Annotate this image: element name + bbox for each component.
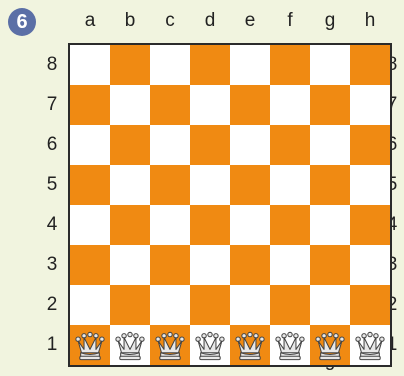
square-f4[interactable]	[270, 205, 310, 245]
square-g5[interactable]	[310, 165, 350, 205]
file-label-top-b: b	[110, 10, 150, 32]
square-c7[interactable]	[150, 85, 190, 125]
square-b5[interactable]	[110, 165, 150, 205]
square-d2[interactable]	[190, 285, 230, 325]
square-a7[interactable]	[70, 85, 110, 125]
square-c8[interactable]	[150, 45, 190, 85]
square-c2[interactable]	[150, 285, 190, 325]
square-f8[interactable]	[270, 45, 310, 85]
square-f5[interactable]	[270, 165, 310, 205]
square-g7[interactable]	[310, 85, 350, 125]
square-g6[interactable]	[310, 125, 350, 165]
square-d3[interactable]	[190, 245, 230, 285]
white-queen-icon	[313, 329, 347, 363]
square-h1[interactable]	[350, 325, 390, 365]
square-c1[interactable]	[150, 325, 190, 365]
rank-label-left-2: 2	[42, 294, 62, 316]
square-b4[interactable]	[110, 205, 150, 245]
white-queen-icon	[353, 329, 387, 363]
square-h3[interactable]	[350, 245, 390, 285]
file-label-top-h: h	[350, 10, 390, 32]
square-a4[interactable]	[70, 205, 110, 245]
white-queen-icon	[233, 329, 267, 363]
square-f3[interactable]	[270, 245, 310, 285]
rank-label-left-6: 6	[42, 134, 62, 156]
square-b8[interactable]	[110, 45, 150, 85]
square-a5[interactable]	[70, 165, 110, 205]
file-label-top-c: c	[150, 10, 190, 32]
square-f7[interactable]	[270, 85, 310, 125]
square-h6[interactable]	[350, 125, 390, 165]
square-b1[interactable]	[110, 325, 150, 365]
square-d7[interactable]	[190, 85, 230, 125]
file-label-top-e: e	[230, 10, 270, 32]
rank-label-left-3: 3	[42, 254, 62, 276]
square-g4[interactable]	[310, 205, 350, 245]
square-d4[interactable]	[190, 205, 230, 245]
square-g8[interactable]	[310, 45, 350, 85]
square-e3[interactable]	[230, 245, 270, 285]
file-label-top-d: d	[190, 10, 230, 32]
square-a2[interactable]	[70, 285, 110, 325]
square-e8[interactable]	[230, 45, 270, 85]
square-c3[interactable]	[150, 245, 190, 285]
square-b2[interactable]	[110, 285, 150, 325]
square-e4[interactable]	[230, 205, 270, 245]
square-f2[interactable]	[270, 285, 310, 325]
file-label-top-a: a	[70, 10, 110, 32]
square-e6[interactable]	[230, 125, 270, 165]
square-h7[interactable]	[350, 85, 390, 125]
white-queen-icon	[73, 329, 107, 363]
file-label-top-f: f	[270, 10, 310, 32]
square-b3[interactable]	[110, 245, 150, 285]
white-queen-icon	[113, 329, 147, 363]
square-e7[interactable]	[230, 85, 270, 125]
square-e2[interactable]	[230, 285, 270, 325]
square-f1[interactable]	[270, 325, 310, 365]
square-g1[interactable]	[310, 325, 350, 365]
square-h2[interactable]	[350, 285, 390, 325]
square-d6[interactable]	[190, 125, 230, 165]
square-a8[interactable]	[70, 45, 110, 85]
square-e1[interactable]	[230, 325, 270, 365]
square-a3[interactable]	[70, 245, 110, 285]
rank-label-left-8: 8	[42, 54, 62, 76]
white-queen-icon	[153, 329, 187, 363]
square-d1[interactable]	[190, 325, 230, 365]
rank-label-left-7: 7	[42, 94, 62, 116]
white-queen-icon	[193, 329, 227, 363]
square-h4[interactable]	[350, 205, 390, 245]
white-queen-icon	[273, 329, 307, 363]
square-e5[interactable]	[230, 165, 270, 205]
square-c5[interactable]	[150, 165, 190, 205]
square-g3[interactable]	[310, 245, 350, 285]
square-f6[interactable]	[270, 125, 310, 165]
square-h5[interactable]	[350, 165, 390, 205]
step-number-badge: 6	[8, 8, 36, 36]
rank-label-left-1: 1	[42, 334, 62, 356]
square-a1[interactable]	[70, 325, 110, 365]
rank-label-left-5: 5	[42, 174, 62, 196]
rank-label-left-4: 4	[42, 214, 62, 236]
square-c4[interactable]	[150, 205, 190, 245]
square-g2[interactable]	[310, 285, 350, 325]
square-a6[interactable]	[70, 125, 110, 165]
file-label-top-g: g	[310, 10, 350, 32]
chessboard	[68, 43, 392, 367]
square-h8[interactable]	[350, 45, 390, 85]
square-b6[interactable]	[110, 125, 150, 165]
square-c6[interactable]	[150, 125, 190, 165]
square-b7[interactable]	[110, 85, 150, 125]
square-d5[interactable]	[190, 165, 230, 205]
square-d8[interactable]	[190, 45, 230, 85]
